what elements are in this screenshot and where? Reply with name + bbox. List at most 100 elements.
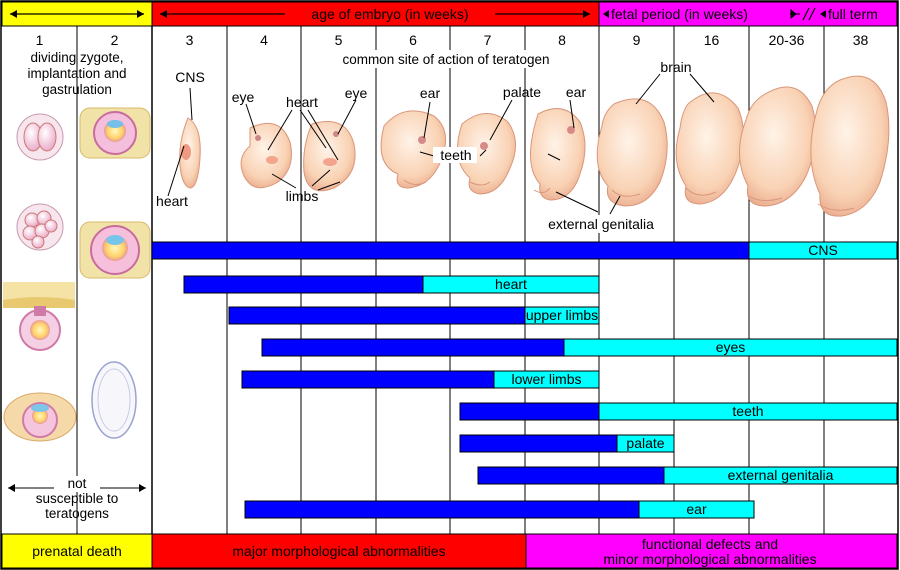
morula-icon <box>16 203 64 251</box>
bar-label: CNS <box>808 242 838 258</box>
bar-ear: ear <box>244 500 755 519</box>
susceptibility-bars: CNS heart upper limbs eyes lower limbs teeth p… <box>151 241 898 519</box>
bar-lower-limbs: lower limbs <box>241 370 600 389</box>
left-caption-line-2: implantation and <box>27 66 126 81</box>
week-label: 20-36 <box>769 32 805 48</box>
heart-label-week-4-5: heart <box>286 94 318 110</box>
embryo-week-3-icon <box>179 117 201 189</box>
functional-defects-band <box>525 533 898 569</box>
teeth-label-bg <box>433 147 477 163</box>
bar-lower-risk-segment <box>663 466 898 485</box>
embryo-label-bg <box>285 5 495 22</box>
bar-high-risk-segment <box>477 466 665 485</box>
bar-eyes: eyes <box>261 338 898 357</box>
bar-upper-limbs: upper limbs <box>228 306 600 325</box>
bar-cns: CNS <box>151 241 898 260</box>
not-label-bg <box>54 476 100 492</box>
limbs-label: limbs <box>286 188 319 204</box>
week-label: 3 <box>186 32 194 48</box>
fetus-week-38-icon <box>810 75 890 217</box>
embryo-week-7-icon <box>457 113 516 195</box>
bar-lower-risk-segment <box>616 434 675 453</box>
organ-leaders <box>167 73 715 215</box>
break-mark-icon <box>802 7 816 21</box>
left-caption: dividing zygote, implantation and gastru… <box>27 50 126 97</box>
bar-lower-risk-segment <box>493 370 600 389</box>
week-label: 2 <box>111 32 119 48</box>
fetus-week-9-icon <box>596 98 668 207</box>
prenatal-death-label: prenatal death <box>32 543 122 559</box>
fetal-period-band <box>598 1 898 27</box>
bar-label: teeth <box>732 403 763 419</box>
not-susceptible-caption: not susceptible to teratogens <box>8 476 146 521</box>
bar-high-risk-segment <box>151 241 750 260</box>
header-bar: age of embryo (in weeks) fetal period (i… <box>1 1 898 27</box>
bar-lower-risk-segment <box>563 338 898 357</box>
bar-label: ear <box>686 501 707 517</box>
bar-high-risk-segment <box>459 402 600 421</box>
functional-defects-line-1: functional defects and <box>642 536 778 552</box>
bar-high-risk-segment <box>241 370 495 389</box>
bar-teeth: teeth <box>459 402 898 421</box>
bar-label: heart <box>495 276 527 292</box>
week-label: 8 <box>558 32 566 48</box>
embryo-week-5-icon <box>303 121 356 192</box>
eye-label-week-5: eye <box>345 85 368 101</box>
week-label: 4 <box>260 32 268 48</box>
embryo-week-6-icon <box>380 110 447 189</box>
not-susceptible-line-1: not <box>68 476 87 491</box>
bar-label: eyes <box>716 339 746 355</box>
bar-label: upper limbs <box>526 307 598 323</box>
two-cell-zygote-icon <box>16 113 64 161</box>
week-label: 6 <box>409 32 417 48</box>
external-genitalia-label-bg <box>530 215 672 233</box>
arrowhead-icon <box>603 10 609 18</box>
arrowhead-icon <box>790 8 800 20</box>
bar-label: lower limbs <box>511 371 581 387</box>
not-susceptible-line-2: susceptible to <box>36 491 119 506</box>
implanted-embryo-icon <box>3 392 77 442</box>
major-abnormalities-band <box>151 533 527 569</box>
bar-heart: heart <box>183 275 600 294</box>
week-label: 1 <box>36 32 44 48</box>
bilaminar-disc-icon <box>79 107 151 159</box>
bar-label: external genitalia <box>728 467 834 483</box>
bar-lower-risk-segment <box>598 402 898 421</box>
common-site-caption: common site of action of teratogen <box>342 52 549 67</box>
left-caption-line-1: dividing zygote, <box>30 50 123 65</box>
week-label: 38 <box>853 32 869 48</box>
fetus-week-16-icon <box>675 92 745 205</box>
brain-label: brain <box>660 59 691 75</box>
common-site-bg <box>310 50 590 68</box>
embryo-week-8-icon <box>529 108 586 201</box>
bar-high-risk-segment <box>459 434 618 453</box>
palate-label: palate <box>503 84 541 100</box>
prenatal-death-band <box>1 533 153 569</box>
eye-label-week-4: eye <box>232 89 255 105</box>
week-label: 5 <box>335 32 343 48</box>
teeth-label: teeth <box>440 147 471 163</box>
bar-high-risk-segment <box>244 500 640 519</box>
full-term-label: full term <box>828 6 878 22</box>
bar-high-risk-segment <box>228 306 526 325</box>
cns-label: CNS <box>175 69 205 85</box>
blastocyst-implanting-icon <box>3 282 75 351</box>
bar-lower-risk-segment <box>748 241 898 260</box>
major-abnormalities-label: major morphological abnormalities <box>232 543 445 559</box>
left-caption-line-3: gastrulation <box>42 82 112 97</box>
fetal-period-label: fetal period (in weeks) <box>611 6 748 22</box>
heart-label-week-3: heart <box>156 193 188 209</box>
bar-external-genitalia: external genitalia <box>477 466 898 485</box>
embryonic-disc-outline-icon <box>91 361 137 439</box>
fetus-week-20-36-icon <box>738 86 817 207</box>
week-label: 9 <box>633 32 641 48</box>
week-label: 16 <box>704 32 720 48</box>
footer-bar: prenatal death major morphological abnor… <box>1 533 898 569</box>
not-susceptible-line-3: teratogens <box>45 506 109 521</box>
functional-defects-line-2: minor morphological abnormalities <box>603 551 816 567</box>
bar-label: palate <box>626 435 664 451</box>
bar-lower-risk-segment <box>638 500 755 519</box>
